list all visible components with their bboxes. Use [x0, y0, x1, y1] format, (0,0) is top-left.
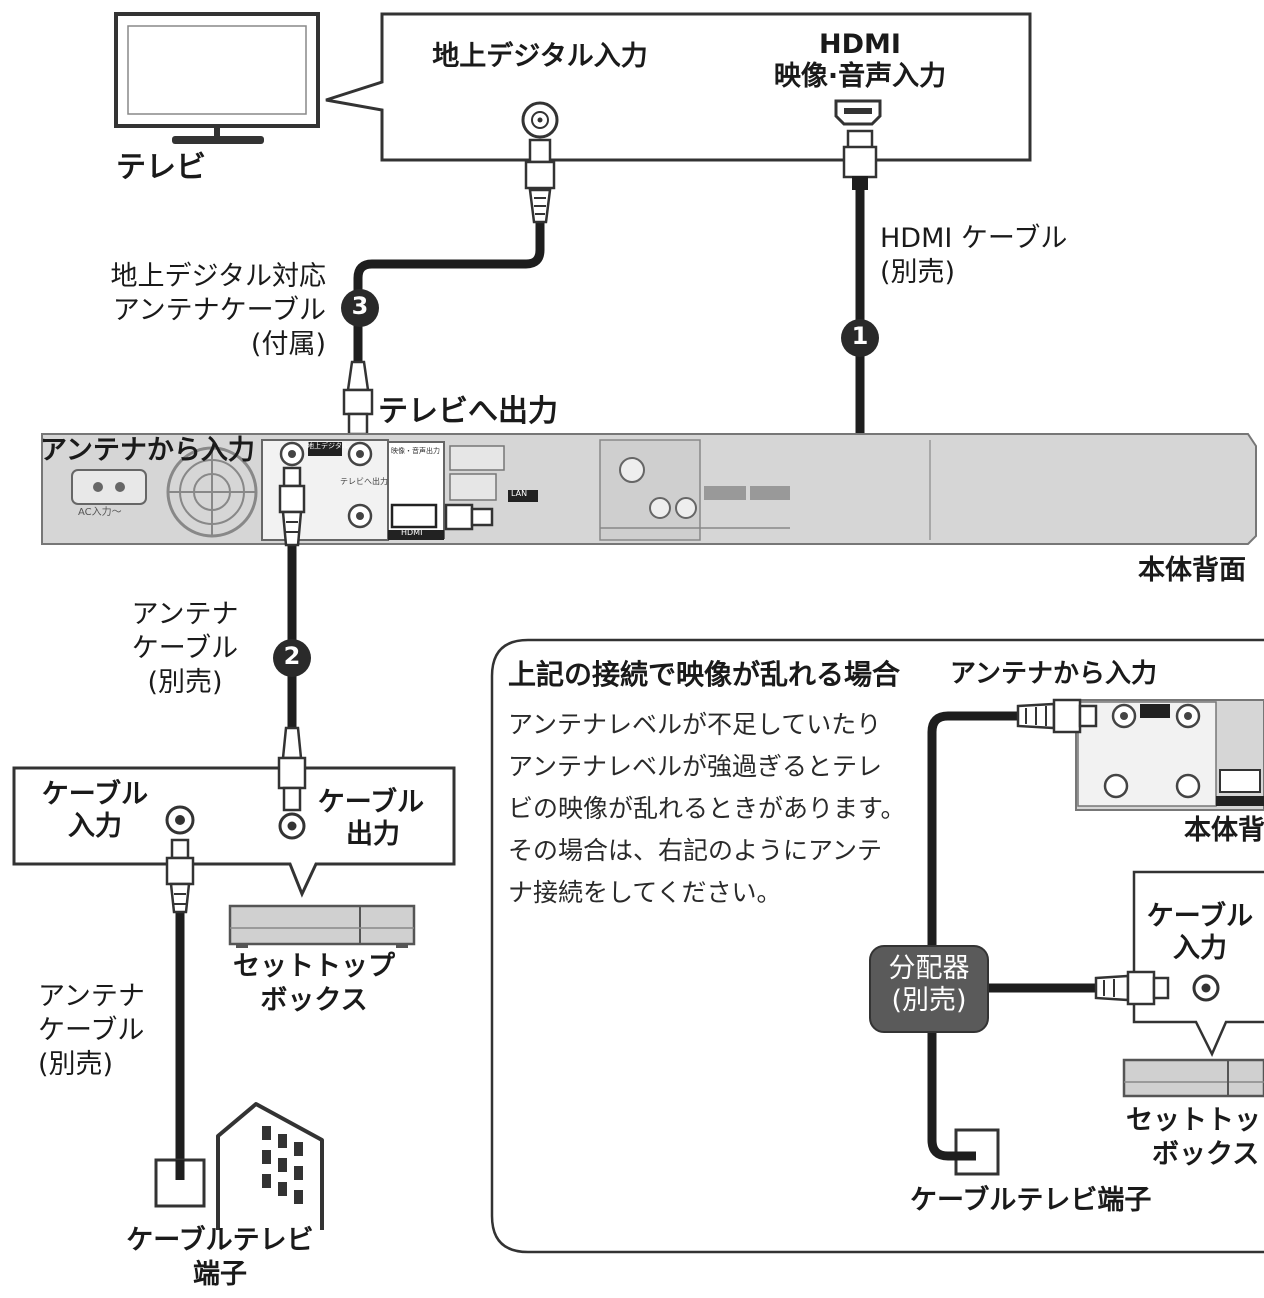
catv-terminal-label-line2: 端子 [193, 1259, 247, 1290]
tv-icon [114, 12, 320, 144]
antenna-plug-recorder-icon [278, 466, 306, 547]
antenna-cable-sold-separately: (別売) [147, 667, 223, 698]
stb-callout [12, 766, 456, 898]
lower-antenna-cable-label-line1: アンテナ [38, 981, 145, 1012]
antenna-cable-number: 2 [283, 642, 301, 670]
tv-input-callout [325, 12, 1032, 162]
antenna-plug-stb-output-icon [277, 726, 307, 812]
tv-terrestrial-jack-icon [521, 101, 559, 139]
to-tv-output-label: テレビへ出力 [378, 394, 558, 429]
note-line-4: その場合は、右記のようにアンテ [508, 836, 883, 865]
terrestrial-cable-label-line2: アンテナケーブル [112, 295, 326, 326]
note-stb-callout [1132, 870, 1264, 1057]
terrestrial-plug-top-icon [524, 138, 556, 224]
note-catv-terminal-label: ケーブルテレビ端子 [910, 1185, 1152, 1216]
terrestrial-cable-label-line1: 地上デジタル対応 [110, 261, 326, 292]
back-panel-label: 本体背面 [1138, 555, 1246, 586]
recorder-back-panel [41, 433, 1257, 545]
lower-antenna-cable-sold-separately: (別売) [38, 1049, 114, 1080]
panel-to-tv-label: テレビへ出力 [340, 477, 388, 486]
stb-label-line2: ボックス [260, 985, 368, 1016]
note-cable-terminal [927, 1023, 977, 1161]
stb-cable-output-label-line1: ケーブル [317, 787, 425, 818]
lower-antenna-cable-label-line2: ケーブル [38, 1015, 145, 1046]
hdmi-plug-recorder-icon [444, 503, 494, 531]
note-recorder-panel [1075, 699, 1264, 811]
hdmi-cable-label: HDMI ケーブル [880, 223, 1068, 254]
stb-cable-input-label-line2: 入力 [68, 811, 122, 842]
panel-ac-in-label: AC入力〜 [78, 507, 122, 518]
note-catv-terminal-icon [948, 1128, 1000, 1176]
hdmi-cable-number: 1 [851, 322, 869, 350]
cable-number-badges [273, 289, 879, 677]
hdmi-plug-top-icon [842, 129, 878, 190]
panel-terrestrial-tag: 地上デジタル [307, 442, 349, 450]
note-stb-label-line2: ボックス [1152, 1139, 1260, 1170]
stb-cable-output-label-line2: 出力 [346, 819, 400, 850]
note-plug-recorder-icon [1016, 698, 1098, 734]
splitter-label-line1: 分配器 [888, 953, 970, 984]
antenna-plug-stb-input-icon [165, 838, 195, 914]
note-stb-label-line1: セットトッ [1126, 1105, 1261, 1136]
note-line-3: ビの映像が乱れるときがあります。 [508, 794, 906, 823]
stb-cable-input-label-line1: ケーブル [41, 779, 149, 810]
catv-terminal-label-line1: ケーブルテレビ [126, 1225, 314, 1256]
tv-label: テレビ [116, 150, 206, 185]
catv-wall-terminal-icon [154, 1158, 206, 1208]
terrestrial-cable-number: 3 [351, 292, 369, 320]
terrestrial-plug-recorder-icon [342, 360, 374, 436]
panel-hdmi-tag: 映像・音声出力 [391, 447, 440, 455]
note-antenna-input-label: アンテナから入力 [950, 659, 1157, 689]
splitter-icon [869, 945, 989, 1033]
note-back-panel-label: 本体背 [1184, 815, 1264, 846]
note-set-top-box-icon [1122, 1058, 1264, 1098]
stb-label-line1: セットトップ [233, 951, 395, 982]
note-cable-input-label-line2: 入力 [1173, 933, 1227, 964]
note-cable-input [927, 711, 1027, 957]
tv-hdmi-input-label-line1: HDMI [819, 29, 901, 60]
splitter-label-line2: (別売) [891, 985, 967, 1016]
antenna-input-label: アンテナから入力 [40, 435, 255, 466]
terrestrial-antenna-cable [353, 217, 545, 367]
panel-lan-label: LAN [511, 489, 528, 498]
tv-hdmi-jack-icon [834, 99, 882, 126]
note-line-5: ナ接続をしてください。 [508, 878, 782, 907]
note-plug-stb-icon [1094, 970, 1170, 1006]
note-line-1: アンテナレベルが不足していたり [508, 710, 882, 739]
terrestrial-cable-included: (付属) [250, 329, 326, 360]
note-line-2: アンテナレベルが強過ぎるとテレ [508, 752, 883, 781]
note-cable-input-label-line1: ケーブル [1146, 901, 1254, 932]
note-title: 上記の接続で映像が乱れる場合 [508, 658, 901, 691]
set-top-box-icon [228, 904, 416, 948]
panel-hdmi-label: HDMI [401, 528, 423, 537]
tv-hdmi-input-label-line2: 映像·音声入力 [773, 61, 947, 92]
hdmi-cable-sold-separately: (別売) [880, 257, 956, 288]
building-icon [216, 1102, 324, 1230]
antenna-cable-label-line2: ケーブル [131, 633, 239, 664]
note-box-frame [490, 638, 1264, 1254]
antenna-cable-label-line1: アンテナ [131, 599, 239, 630]
tv-terrestrial-input-label: 地上デジタル入力 [432, 41, 648, 72]
